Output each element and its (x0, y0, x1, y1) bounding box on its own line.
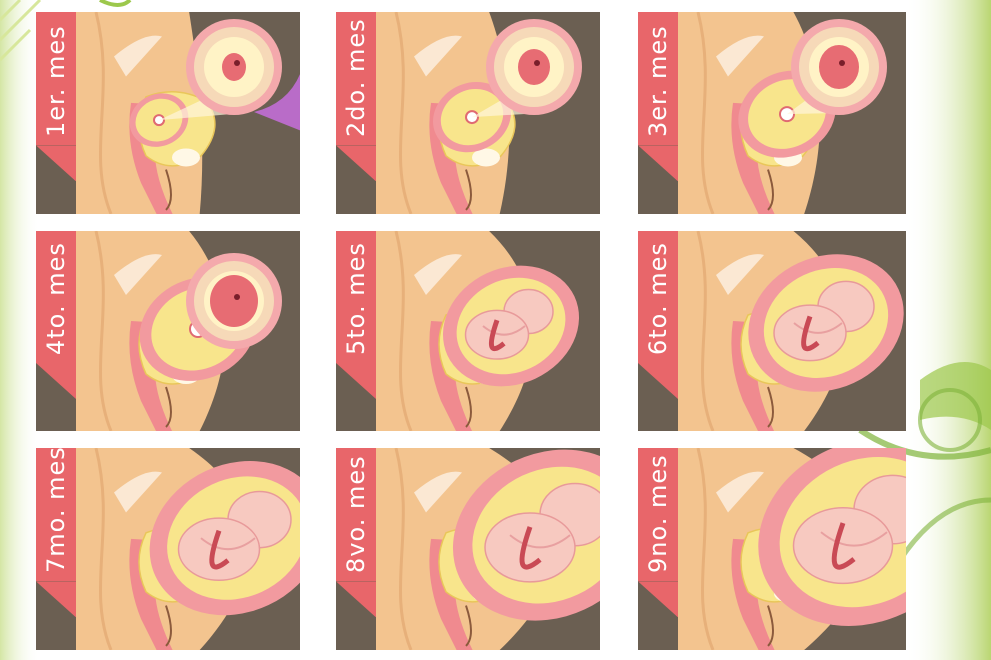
month-label-tab (638, 12, 678, 146)
month-label: 1er. mes (42, 25, 70, 138)
month-label-tab (36, 231, 76, 363)
month-panel-8: 8vo. mes (336, 448, 600, 650)
month-label-tab (36, 448, 76, 582)
month-panel-9: 9no. mes (638, 448, 906, 650)
pregnancy-illustration (376, 12, 582, 214)
month-label-tab (336, 12, 376, 146)
month-panel-2: 2do. mes (336, 12, 600, 214)
month-label: 7mo. mes (42, 448, 70, 574)
month-panel-7: 7mo. mes (36, 448, 300, 650)
pregnancy-illustration (678, 448, 906, 650)
month-label-tab (638, 231, 678, 363)
fetus (773, 280, 875, 362)
month-label: 4to. mes (42, 242, 70, 355)
pregnancy-illustration (76, 12, 300, 214)
pregnancy-illustration (678, 231, 904, 431)
month-panel-1: 1er. mes (36, 12, 300, 214)
fetus (484, 482, 600, 583)
fetus (792, 474, 906, 585)
month-label: 3er. mes (644, 25, 672, 138)
month-label: 2do. mes (342, 18, 370, 138)
month-panel-5: 5to. mes (336, 231, 600, 431)
month-label: 8vo. mes (342, 455, 370, 574)
month-label-tab (336, 448, 376, 582)
month-label-tab (638, 448, 678, 582)
fetus (177, 490, 292, 582)
month-label: 5to. mes (342, 242, 370, 355)
month-panel-3: 3er. mes (638, 12, 906, 214)
pregnancy-illustration (376, 231, 580, 431)
month-panel-6: 6to. mes (638, 231, 906, 431)
fetus (464, 288, 554, 360)
pregnancy-illustration (376, 448, 600, 650)
month-label-tab (36, 12, 76, 146)
month-label: 9no. mes (644, 454, 672, 574)
month-label-tab (336, 231, 376, 363)
pregnancy-illustration (76, 448, 300, 650)
month-panel-4: 4to. mes (36, 231, 300, 431)
month-label: 6to. mes (644, 242, 672, 355)
pregnancy-illustration (678, 12, 887, 214)
pregnancy-illustration (76, 231, 282, 431)
